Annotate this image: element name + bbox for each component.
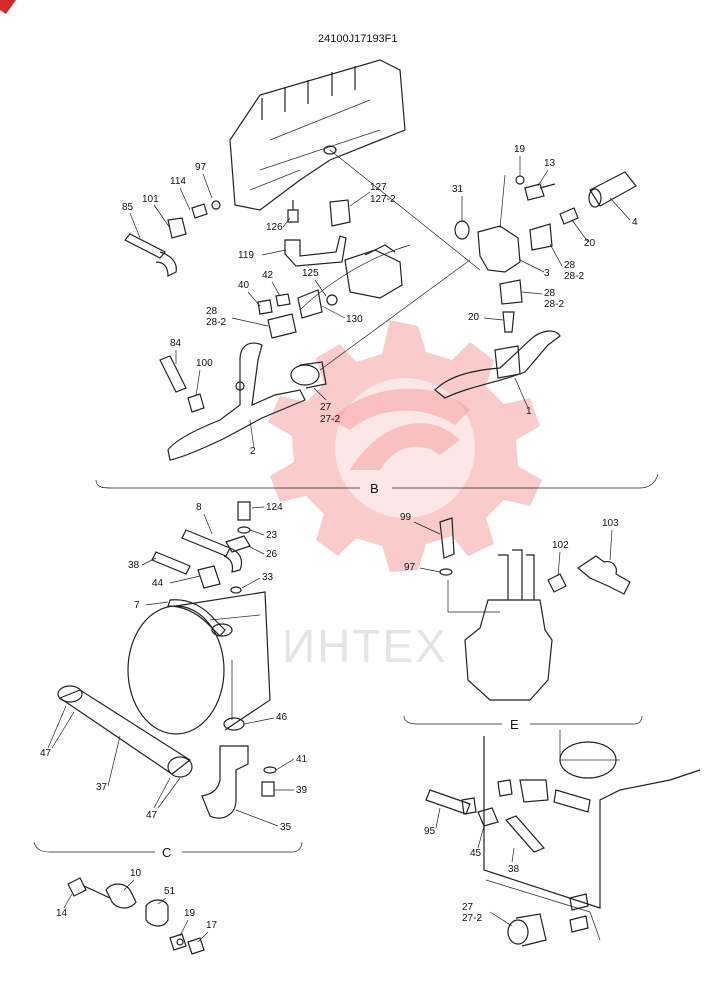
section-c-drawing [57, 501, 277, 819]
label-27-2-b: 27-2 [462, 913, 482, 924]
label-8: 8 [196, 502, 202, 513]
label-127-2: 127-2 [370, 194, 396, 205]
label-20-b: 20 [468, 312, 480, 323]
corner-mark [0, 0, 16, 14]
label-28-2-a: 28-2 [206, 317, 226, 328]
label-46: 46 [276, 712, 288, 723]
label-13: 13 [544, 158, 556, 169]
label-26: 26 [266, 549, 278, 560]
label-100: 100 [196, 358, 213, 369]
label-20-a: 20 [584, 238, 596, 249]
label-39: 39 [296, 785, 308, 796]
label-40: 40 [238, 280, 250, 291]
label-2: 2 [250, 446, 256, 457]
label-119: 119 [238, 250, 254, 261]
label-102: 102 [552, 540, 569, 551]
label-33: 33 [262, 572, 274, 583]
label-42: 42 [262, 270, 274, 281]
section-b-divider [95, 473, 659, 489]
label-31: 31 [452, 184, 464, 195]
hardware-drawing [67, 877, 205, 955]
label-101: 101 [142, 194, 159, 205]
label-14: 14 [56, 908, 68, 919]
leaders-section-c [47, 506, 295, 827]
label-28-2-b: 28-2 [564, 271, 584, 282]
label-97: 97 [195, 162, 207, 173]
label-44: 44 [152, 578, 164, 589]
label-51: 51 [164, 886, 176, 897]
label-114: 114 [170, 176, 186, 187]
label-126: 126 [266, 222, 283, 233]
label-28-b: 28 [564, 260, 576, 271]
label-35: 35 [280, 822, 292, 833]
section-c-divider [33, 841, 303, 853]
label-28-a: 28 [206, 306, 218, 317]
label-27-b: 27 [462, 902, 474, 913]
distributor-drawing [439, 517, 631, 701]
label-7: 7 [134, 600, 140, 611]
label-130: 130 [346, 314, 363, 325]
document-code: 24100J17193F1 [318, 33, 398, 45]
label-38-b: 38 [508, 864, 520, 875]
label-99: 99 [400, 512, 412, 523]
label-47-a: 47 [40, 748, 52, 759]
label-19-b: 19 [184, 908, 196, 919]
watermark-text: ИНТЕХ [282, 620, 448, 672]
section-b-drawing [124, 59, 637, 461]
label-4: 4 [632, 217, 638, 228]
leaders-section-e [435, 807, 515, 927]
label-37: 37 [96, 782, 108, 793]
section-e-drawing [425, 730, 701, 947]
section-c-label: C [162, 845, 171, 860]
label-84: 84 [170, 338, 182, 349]
label-27-2-a: 27-2 [320, 414, 340, 425]
label-47-b: 47 [146, 810, 158, 821]
label-1: 1 [526, 406, 532, 417]
label-3: 3 [544, 268, 550, 279]
section-e-label: E [510, 717, 519, 732]
label-19-a: 19 [514, 144, 526, 155]
leaders-distributor [413, 521, 613, 577]
leaders-hardware [63, 879, 209, 943]
label-127: 127 [370, 182, 387, 193]
label-38-a: 38 [128, 560, 140, 571]
label-10: 10 [130, 868, 142, 879]
label-85: 85 [122, 202, 134, 213]
section-e-divider [403, 715, 643, 725]
watermark-logo [268, 320, 542, 572]
label-23: 23 [266, 530, 278, 541]
section-b-label: B [370, 481, 379, 496]
label-41: 41 [296, 754, 308, 765]
label-17: 17 [206, 920, 218, 931]
label-103: 103 [602, 518, 619, 529]
label-124: 124 [266, 502, 283, 513]
label-27-a: 27 [320, 402, 332, 413]
label-125: 125 [302, 268, 319, 279]
label-45: 45 [470, 848, 482, 859]
label-97-b: 97 [404, 562, 416, 573]
label-28-2-c: 28-2 [544, 299, 564, 310]
label-28-c: 28 [544, 288, 556, 299]
leaders-section-b [129, 156, 631, 449]
label-95: 95 [424, 826, 436, 837]
